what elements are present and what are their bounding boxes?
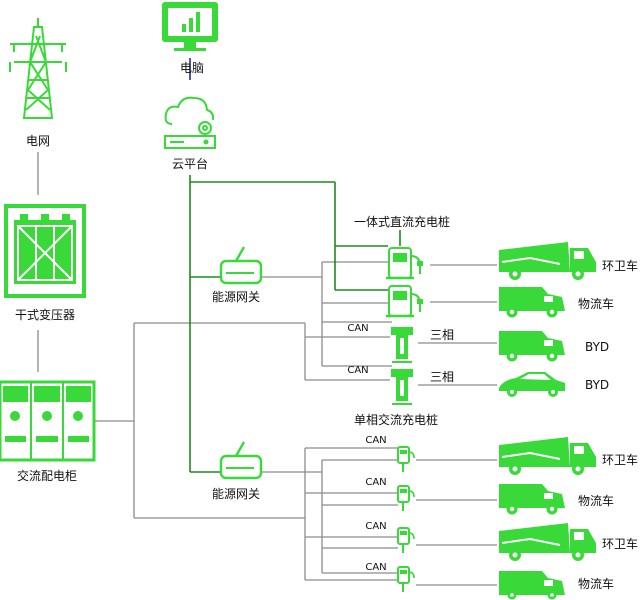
sanitation-truck-icon [499,523,596,561]
can-label: CAN [365,562,386,573]
can-label: CAN [347,365,368,376]
can-label: CAN [347,323,368,334]
three-phase-pile-icon [391,327,413,363]
vehicle-label: BYD [585,340,609,354]
ac-charging-pile-icon [397,527,415,553]
dc-charging-pile-icon [386,247,423,280]
vehicle-label: BYD [585,378,609,392]
energy-gateway-icon [219,246,263,285]
energy-gateway-icon [219,441,263,480]
dc-pile-group-label: 一体式直流充电桩 [354,214,450,229]
cloud-platform-label: 云平台 [172,156,208,171]
connection-lines [37,58,497,586]
computer-label: 电脑 [180,61,204,75]
logistics-van-icon [499,287,565,318]
ac-pile-group-label: 单相交流充电桩 [354,412,438,427]
grid-label: 电网 [26,134,50,148]
ac-charging-pile-icon [397,566,415,592]
vehicle-label: 环卫车 [602,536,638,551]
transformer-icon [4,204,86,298]
power-tower-icon [9,18,67,119]
vehicle-label: 物流车 [578,296,614,311]
can-label: CAN [365,477,386,488]
cabinet-label: 交流配电柜 [17,468,77,483]
computer-monitor-icon [162,2,218,51]
gateway-2-label: 能源网关 [212,487,260,501]
ac-charging-pile-icon [397,485,415,511]
three-phase-pile-icon [391,369,413,405]
can-label: CAN [365,521,386,532]
three-phase-label-2: 三相 [430,370,454,384]
sanitation-truck-icon [499,437,596,475]
transformer-label: 干式变压器 [15,307,75,322]
byd-van-icon [499,331,565,362]
logistics-van-icon [499,571,565,600]
ac-charging-pile-icon [397,446,415,472]
sanitation-truck-icon [499,242,596,280]
dc-charging-pile-icon [386,285,423,318]
vehicle-label: 物流车 [578,493,614,508]
vehicle-label: 物流车 [578,576,614,591]
logistics-van-icon [499,484,565,515]
can-label: CAN [365,435,386,446]
three-phase-label-1: 三相 [430,328,454,342]
cloud-platform-icon [164,96,216,149]
vehicle-label: 环卫车 [602,258,638,273]
vehicle-label: 环卫车 [602,452,638,467]
byd-car-icon [499,372,565,397]
distribution-cabinet-icon [0,380,96,462]
gateway-1-label: 能源网关 [212,290,260,304]
